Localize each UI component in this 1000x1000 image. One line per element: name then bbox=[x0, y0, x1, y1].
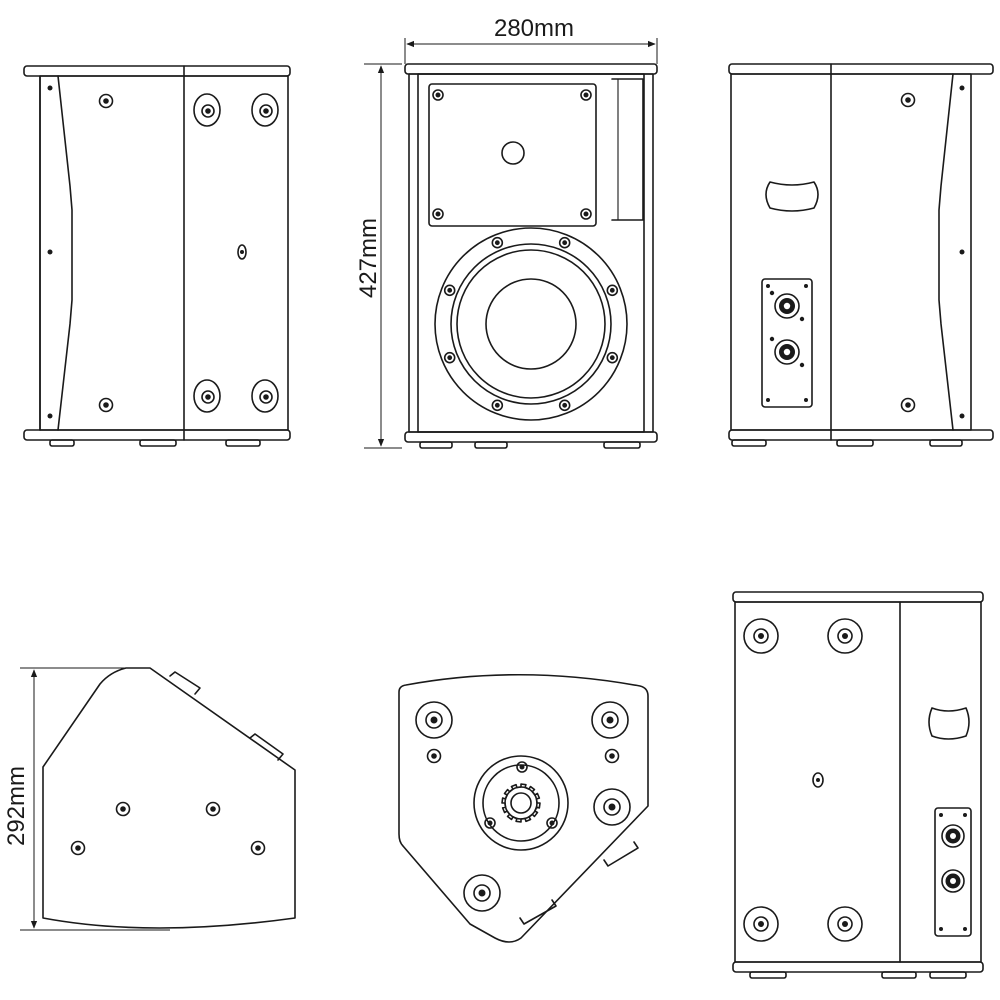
left-side-view bbox=[23, 65, 291, 447]
depth-dimension: 292mm bbox=[3, 667, 170, 931]
woofer-screw bbox=[491, 399, 504, 412]
speakon-connector bbox=[769, 336, 805, 368]
horn-plate bbox=[428, 83, 597, 227]
rigging-point bbox=[827, 618, 863, 654]
rigging-point bbox=[827, 906, 863, 942]
depth-label: 292mm bbox=[3, 766, 30, 846]
mount-hole bbox=[98, 93, 114, 109]
handle bbox=[765, 181, 819, 212]
rigging-point bbox=[415, 701, 453, 739]
width-dimension: 280mm bbox=[404, 15, 658, 64]
woofer-screw bbox=[606, 284, 619, 297]
speakon-connector bbox=[941, 869, 965, 893]
mount-hole bbox=[98, 397, 114, 413]
mount-hole bbox=[604, 748, 620, 764]
woofer bbox=[434, 227, 628, 421]
front-view bbox=[404, 63, 658, 449]
speakon-connector bbox=[941, 824, 965, 848]
pole-mount bbox=[473, 755, 569, 851]
woofer-screw bbox=[558, 399, 571, 412]
handle bbox=[928, 707, 970, 740]
mount-hole bbox=[900, 92, 916, 108]
speakon-connector bbox=[769, 290, 805, 322]
rigging-point bbox=[743, 906, 779, 942]
woofer-screw bbox=[443, 284, 456, 297]
rigging-point bbox=[251, 379, 279, 413]
rigging-point bbox=[193, 93, 221, 127]
rigging-point bbox=[251, 93, 279, 127]
woofer-screw bbox=[606, 351, 619, 364]
rigging-point bbox=[743, 618, 779, 654]
right-side-view bbox=[728, 63, 994, 447]
mount-hole bbox=[250, 840, 266, 856]
mount-hole bbox=[115, 801, 131, 817]
rigging-point bbox=[193, 379, 221, 413]
height-dimension: 427mm bbox=[355, 63, 402, 449]
connector-panel bbox=[761, 278, 813, 408]
mount-hole bbox=[205, 801, 221, 817]
rigging-point bbox=[593, 788, 631, 826]
height-label: 427mm bbox=[355, 218, 382, 298]
mount-hole bbox=[426, 748, 442, 764]
top-view bbox=[398, 673, 649, 943]
rear-view bbox=[732, 591, 984, 979]
connector-panel bbox=[934, 807, 972, 937]
rigging-point bbox=[591, 701, 629, 739]
pole-mount-teeth bbox=[501, 783, 541, 823]
woofer-screw bbox=[443, 351, 456, 364]
side-profile-view bbox=[42, 667, 296, 929]
mount-hole bbox=[70, 840, 86, 856]
woofer-screw bbox=[491, 236, 504, 249]
woofer-screw bbox=[558, 236, 571, 249]
rigging-point bbox=[463, 874, 501, 912]
width-label: 280mm bbox=[494, 15, 574, 42]
mount-hole bbox=[900, 397, 916, 413]
